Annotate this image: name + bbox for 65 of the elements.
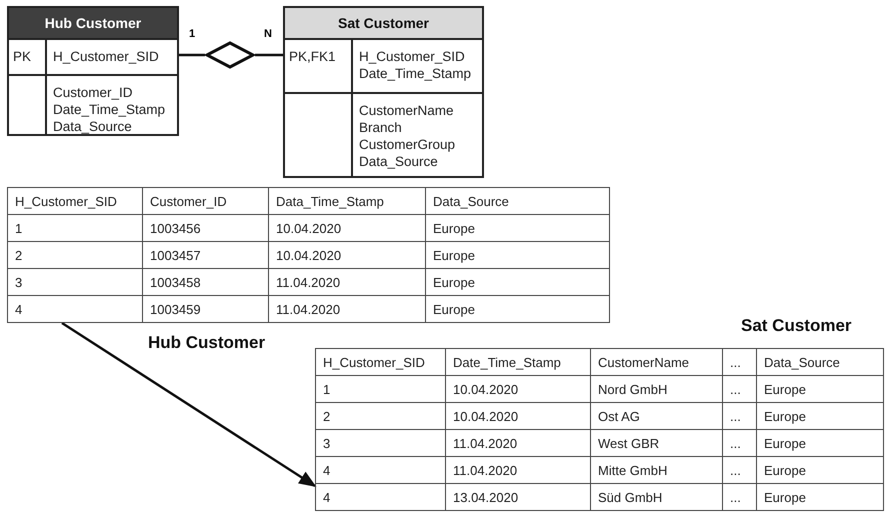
table-cell: 2: [8, 242, 142, 268]
table-cell: 10.04.2020: [446, 376, 590, 402]
table-cell: Europe: [426, 242, 610, 268]
table-cell: 1: [316, 376, 446, 402]
column-header: ...: [722, 348, 756, 376]
table-cell: Europe: [426, 214, 610, 242]
table-cell: ...: [722, 402, 756, 430]
table-cell: Nord GmbH: [590, 376, 722, 402]
table-cell: 11.04.2020: [268, 268, 426, 296]
table-cell: 13.04.2020: [446, 484, 590, 510]
entity-box: [7, 6, 179, 136]
table-cell: Europe: [756, 376, 884, 402]
table-cell: West GBR: [590, 430, 722, 456]
table-cell: 11.04.2020: [446, 430, 590, 456]
table-cell: 3: [8, 268, 142, 296]
entity-header: Hub Customer: [9, 8, 177, 40]
entity-header: Sat Customer: [285, 8, 482, 40]
entity-box: [283, 6, 484, 178]
column-header: Date_Time_Stamp: [446, 348, 590, 376]
table-cell: Europe: [756, 484, 884, 510]
table-cell: 10.04.2020: [268, 214, 426, 242]
table-cell: 4: [316, 456, 446, 484]
table-cell: Europe: [426, 268, 610, 296]
table-title: Sat Customer: [741, 316, 852, 336]
table-cell: ...: [722, 376, 756, 402]
field-list: Customer_ID Date_Time_Stamp Data_Source: [53, 84, 173, 135]
table-cell: Europe: [426, 296, 610, 322]
column-header: CustomerName: [590, 348, 722, 376]
column-header: H_Customer_SID: [8, 188, 142, 214]
connector-line: [255, 54, 283, 56]
table-title: Hub Customer: [148, 333, 266, 353]
table-cell: Ost AG: [590, 402, 722, 430]
table-cell: Europe: [756, 430, 884, 456]
table-cell: ...: [722, 456, 756, 484]
table-cell: Mitte GmbH: [590, 456, 722, 484]
table-cell: 4: [316, 484, 446, 510]
key-label: PK: [13, 48, 32, 65]
field-list: H_Customer_SID: [53, 48, 173, 65]
connector-line: [179, 54, 205, 56]
column-header: H_Customer_SID: [316, 348, 446, 376]
table-cell: 1003457: [142, 242, 268, 268]
table-cell: ...: [722, 430, 756, 456]
column-header: Data_Time_Stamp: [268, 188, 426, 214]
table-cell: Süd GmbH: [590, 484, 722, 510]
field-list: CustomerName Branch CustomerGroup Data_Source: [359, 102, 479, 170]
table-cell: ...: [722, 484, 756, 510]
field-list: H_Customer_SID Date_Time_Stamp: [359, 48, 479, 82]
table-cell: 11.04.2020: [446, 456, 590, 484]
table-cell: 10.04.2020: [446, 402, 590, 430]
table-cell: Europe: [756, 456, 884, 484]
table-cell: 11.04.2020: [268, 296, 426, 322]
arrow: [61, 322, 316, 488]
table-cell: 4: [8, 296, 142, 322]
column-header: Data_Source: [426, 188, 610, 214]
column-header: Data_Source: [756, 348, 884, 376]
column-header: Customer_ID: [142, 188, 268, 214]
table-cell: 2: [316, 402, 446, 430]
table-cell: 1003456: [142, 214, 268, 242]
table-cell: 1003458: [142, 268, 268, 296]
table-cell: Europe: [756, 402, 884, 430]
key-label: PK,FK1: [289, 48, 336, 65]
table-cell: 1003459: [142, 296, 268, 322]
table-cell: 1: [8, 214, 142, 242]
table-cell: 3: [316, 430, 446, 456]
table-cell: 10.04.2020: [268, 242, 426, 268]
